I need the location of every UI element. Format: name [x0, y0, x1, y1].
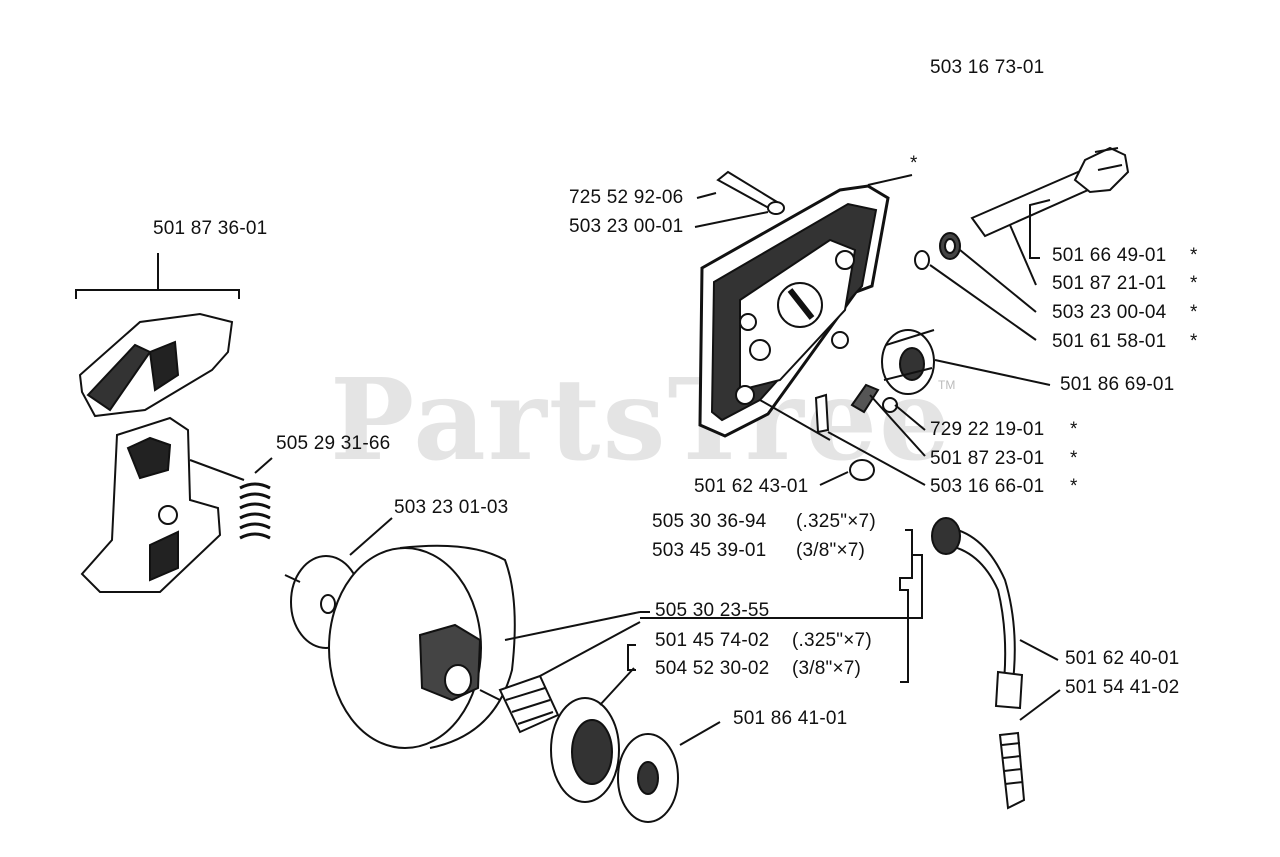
asterisk: *	[1190, 245, 1198, 266]
asterisk: *	[1190, 331, 1198, 352]
part-label: 503 16 66-01	[930, 476, 1045, 497]
part-label: 501 54 41-02	[1065, 677, 1180, 698]
part-label: 501 45 74-02	[655, 630, 770, 651]
part-label: 505 29 31-66	[276, 433, 391, 454]
part-label: 503 23 00-01	[569, 216, 684, 237]
part-label: 505 30 23-55	[655, 600, 770, 621]
part-spec: (3/8"×7)	[796, 540, 866, 561]
filter-plug-part	[849, 459, 875, 481]
asterisk: *	[1070, 448, 1078, 469]
part-label: 503 23 01-03	[394, 497, 509, 518]
part-label: 501 61 58-01	[1052, 331, 1167, 352]
pump-seal-part	[914, 250, 930, 270]
pump-spring-part	[850, 383, 880, 414]
part-label: 503 23 00-04	[1052, 302, 1167, 323]
part-label: 501 87 23-01	[930, 448, 1045, 469]
part-label: 501 66 49-01	[1052, 245, 1167, 266]
asterisk: *	[910, 153, 918, 174]
asterisk: *	[1190, 273, 1198, 294]
part-label: 725 52 92-06	[569, 187, 684, 208]
asterisk: *	[1070, 419, 1078, 440]
part-label: 505 30 36-94	[652, 511, 767, 532]
asterisk: *	[1190, 302, 1198, 323]
needle-bearing-part	[498, 674, 560, 734]
part-spec: (.325"×7)	[792, 630, 872, 651]
part-label: 729 22 19-01	[930, 419, 1045, 440]
part-spec: (.325"×7)	[796, 511, 876, 532]
part-label: 501 86 69-01	[1060, 374, 1175, 395]
watermark-tm: TM	[938, 378, 956, 392]
part-label: 504 52 30-02	[655, 658, 770, 679]
part-spec: (3/8"×7)	[792, 658, 862, 679]
part-label: 501 86 41-01	[733, 708, 848, 729]
part-label: 501 87 36-01	[153, 218, 268, 239]
part-label: 501 62 40-01	[1065, 648, 1180, 669]
assembly-number: 503 16 73-01	[930, 57, 1045, 78]
clutch-spring-part	[239, 482, 271, 540]
asterisk: *	[1070, 476, 1078, 497]
adjust-screw-part	[814, 393, 830, 434]
clutch-bracket	[75, 253, 240, 299]
part-label: 501 87 21-01	[1052, 273, 1167, 294]
clutch-center-part	[80, 416, 222, 593]
watermark: PartsTree	[330, 355, 953, 486]
part-label: 501 62 43-01	[694, 476, 809, 497]
pump-plug-part	[882, 397, 898, 413]
part-label: 503 45 39-01	[652, 540, 767, 561]
